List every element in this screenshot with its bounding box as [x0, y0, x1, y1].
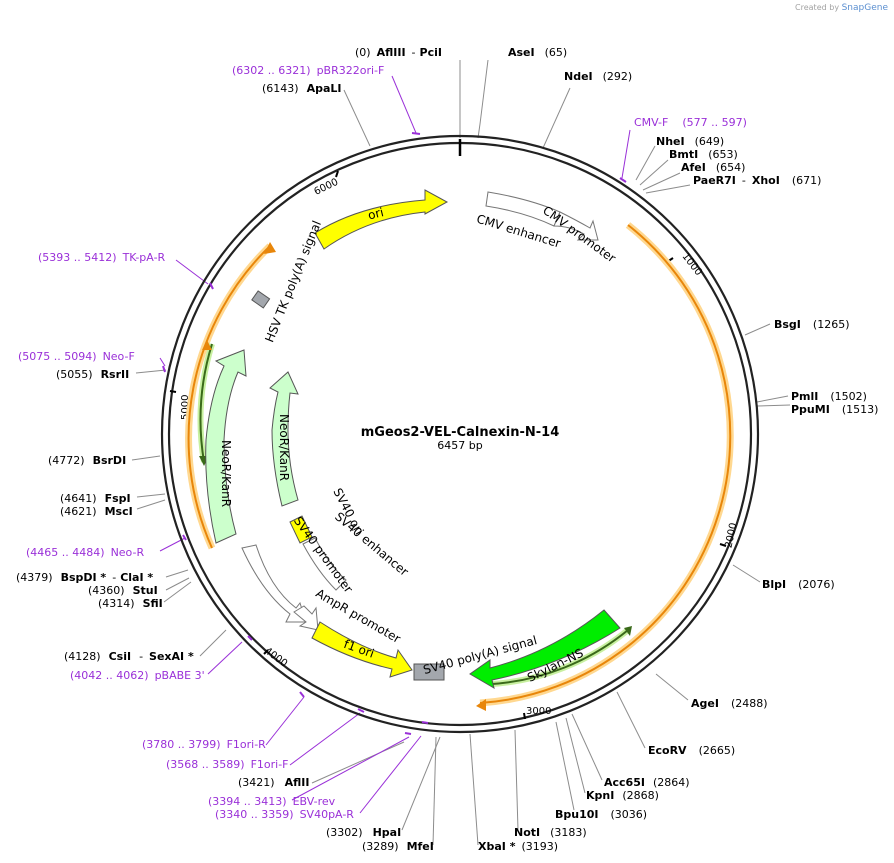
site-label-mfei[interactable]: (3289)MfeI — [362, 840, 434, 853]
skylan-ns-arrow[interactable] — [469, 609, 621, 690]
primer-label-pbabe-3[interactable]: (4042 .. 4062)pBABE 3' — [70, 669, 205, 682]
tick-label-2000: 2000 — [723, 522, 739, 549]
tick-label-1000: 1000 — [679, 251, 703, 278]
neor-kanr-inner-arrow[interactable] — [269, 371, 299, 507]
created-by-text: Created by — [795, 3, 840, 12]
primer-leader-lines — [159, 75, 631, 814]
site-label-ecorv[interactable]: EcoRV(2665) — [648, 744, 735, 757]
plasmid-length: 6457 bp — [437, 439, 482, 452]
sv40-ori-box[interactable] — [289, 515, 313, 544]
tick-label-3000: 3000 — [526, 706, 551, 717]
plasmid-name: mGeos2-VEL-Calnexin-N-14 — [361, 425, 560, 440]
primer-label-ebv-rev[interactable]: (3394 .. 3413)EBV-rev — [208, 795, 336, 808]
site-label-rsrii[interactable]: (5055)RsrII — [56, 368, 129, 381]
sv40-polya-box[interactable] — [413, 663, 445, 681]
neor-kanr-inner-label: NeoR/KanR — [277, 414, 291, 481]
site-leader-lines — [131, 59, 791, 846]
ori-label: ori — [367, 205, 386, 222]
sv40-enhancer-label: SV40 enhancer — [332, 509, 411, 579]
ampr-promoter-arrow[interactable] — [293, 605, 319, 631]
site-label-acc65i[interactable]: Acc65I(2864) — [604, 776, 690, 789]
site-label-bsgi[interactable]: BsgI(1265) — [774, 318, 849, 331]
f1-ori-arrow[interactable] — [311, 621, 413, 678]
backbone-outer-circle — [160, 134, 760, 734]
neor-kanr-outer-label: NeoR/KanR — [219, 440, 233, 507]
site-label-blpi[interactable]: BlpI(2076) — [762, 578, 835, 591]
site-label-msci[interactable]: (4621)MscI — [60, 505, 133, 518]
snapgene-logo-text: SnapGene — [841, 3, 888, 13]
primer-label-neo-f[interactable]: (5075 .. 5094)Neo-F — [18, 350, 135, 363]
site-label-hpai[interactable]: (3302)HpaI — [326, 826, 401, 839]
site-label-ppumi[interactable]: PpuMI(1513) — [791, 403, 878, 416]
site-label-bspdi-clai[interactable]: (4379)BspDI *-ClaI * — [16, 571, 153, 584]
site-label-kpni[interactable]: KpnI(2868) — [586, 789, 659, 802]
site-label-sfii[interactable]: (4314)SfiI — [98, 597, 163, 610]
site-label-fspi[interactable]: (4641)FspI — [60, 492, 131, 505]
ori-feature-arrow[interactable] — [314, 189, 449, 250]
site-label-afei[interactable]: AfeI(654) — [681, 161, 745, 174]
site-label-noti[interactable]: NotI(3183) — [514, 826, 587, 839]
site-label-nhei[interactable]: NheI(649) — [656, 135, 724, 148]
site-label-agei[interactable]: AgeI(2488) — [691, 697, 768, 710]
tick-label-4000: 4000 — [262, 646, 289, 670]
site-label-stui[interactable]: (4360)StuI — [88, 584, 158, 597]
site-label-csii-sexai[interactable]: (4128)CsiI-SexAI * — [64, 650, 194, 663]
primer-markers — [162, 132, 627, 735]
primer-label-f1ori-r[interactable]: (3780 .. 3799)F1ori-R — [142, 738, 266, 751]
site-label-aflii[interactable]: (3421)AflII — [238, 776, 309, 789]
hsv-tk-polya-box[interactable] — [251, 290, 271, 309]
site-label-xbai[interactable]: XbaI *(3193) — [478, 840, 558, 853]
site-label-pmli[interactable]: PmlI(1502) — [791, 390, 867, 403]
site-label-asei[interactable]: AseI(65) — [508, 46, 567, 59]
primer-label-neo-r[interactable]: (4465 .. 4484)Neo-R — [26, 546, 144, 559]
site-label-paer7i-xhoi[interactable]: PaeR7I-XhoI(671) — [693, 174, 821, 187]
primer-label-cmv-f[interactable]: CMV-F(577 .. 597) — [634, 116, 747, 129]
site-label-afliii-pcii[interactable]: (0)AflIII-PciI — [355, 46, 442, 59]
hsv-tk-polya-label: HSV TK poly(A) signal — [262, 219, 324, 345]
neor-kanr-outer-arrow[interactable] — [205, 349, 247, 544]
primer-label-f1ori-f[interactable]: (3568 .. 3589)F1ori-F — [166, 758, 289, 771]
sv40-enhancer-arrow[interactable] — [302, 537, 347, 591]
site-label-apali[interactable]: (6143)ApaLI — [262, 82, 342, 95]
cmv-promoter-arrow[interactable] — [553, 211, 599, 241]
site-label-ndei[interactable]: NdeI(292) — [564, 70, 632, 83]
primer-label-tk-pa-r[interactable]: (5393 .. 5412)TK-pA-R — [38, 251, 166, 264]
snapgene-watermark: Created by SnapGene — [795, 3, 888, 13]
primer-label-pbr322ori-f[interactable]: (6302 .. 6321)pBR322ori-F — [232, 64, 384, 77]
site-label-bmti[interactable]: BmtI(653) — [669, 148, 738, 161]
primer-label-sv40pa-r[interactable]: (3340 .. 3359)SV40pA-R — [215, 808, 354, 821]
orf-arcs — [185, 222, 734, 707]
site-label-bsrdi[interactable]: (4772)BsrDI — [48, 454, 126, 467]
tick-label-5000: 5000 — [180, 395, 191, 420]
site-label-bpu10i[interactable]: Bpu10I(3036) — [555, 808, 647, 821]
